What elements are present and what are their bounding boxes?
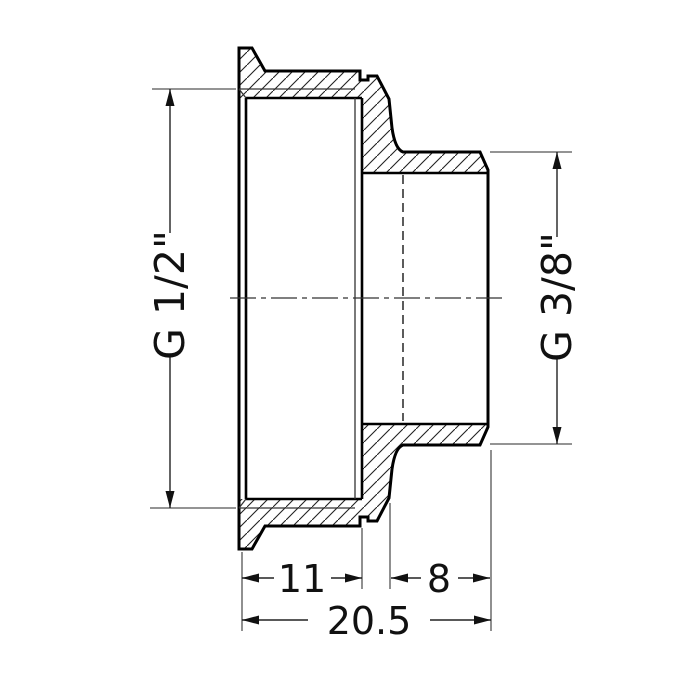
outer-outline-path <box>237 46 490 551</box>
arrowhead-up-icon <box>165 89 175 106</box>
arrowhead-left-icon <box>391 573 408 583</box>
entry-chamfer-bottom <box>238 498 247 509</box>
dim-8-label: 8 <box>427 557 451 601</box>
arrowhead-left-icon <box>242 573 259 583</box>
extension-lines <box>150 88 572 631</box>
dim-11-label: 11 <box>278 557 326 601</box>
dimension-g-three-eighth: G 3/8" <box>533 152 581 444</box>
arrowhead-right-icon <box>474 615 491 625</box>
hatch-bottom-region <box>239 424 488 549</box>
arrowhead-left-icon <box>242 615 259 625</box>
g-three-eighth-label: G 3/8" <box>533 232 581 362</box>
dimension-g-half: G 1/2" <box>146 89 194 508</box>
hatch-top-region <box>239 48 488 173</box>
dimension-20-5: 20.5 <box>242 599 491 643</box>
dimension-8: 8 <box>391 557 490 601</box>
arrowhead-right-icon <box>345 573 362 583</box>
arrowhead-right-icon <box>473 573 490 583</box>
arrowhead-up-icon <box>552 152 562 169</box>
arrowhead-down-icon <box>165 491 175 508</box>
dimension-11: 11 <box>242 557 362 601</box>
arrowhead-down-icon <box>552 427 562 444</box>
entry-chamfer-top <box>238 88 247 99</box>
dim-20-5-label: 20.5 <box>327 599 412 643</box>
g-half-label: G 1/2" <box>146 230 194 360</box>
section-hatching <box>239 48 488 549</box>
